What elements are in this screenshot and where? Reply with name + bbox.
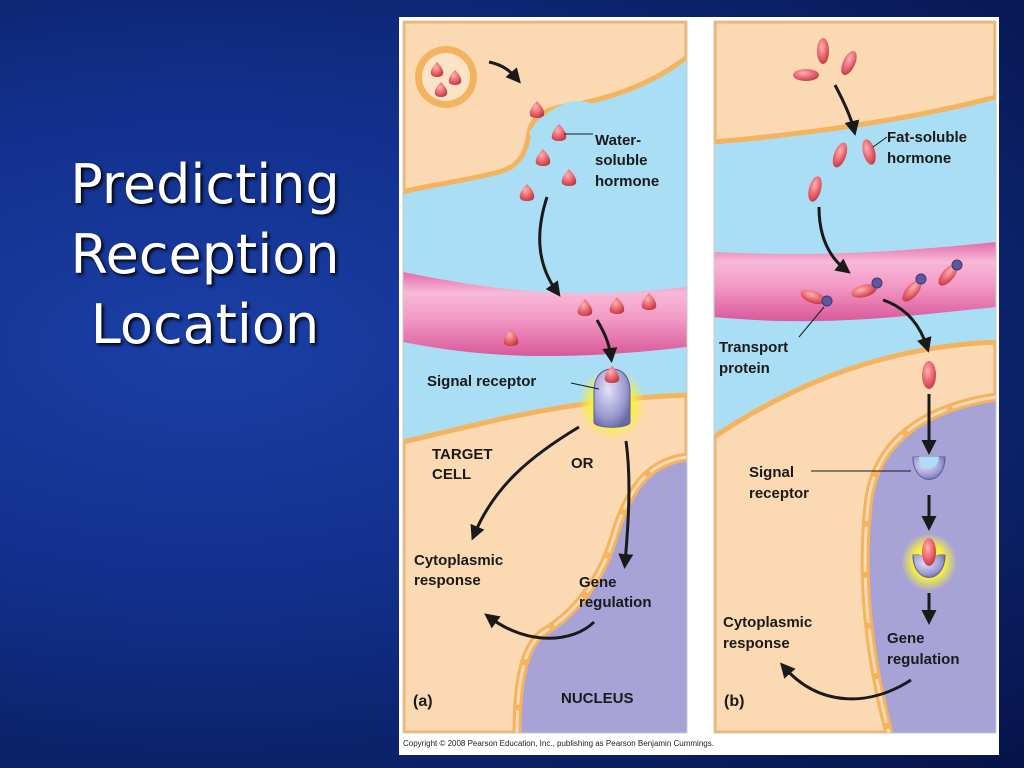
figure-svg: Water- soluble hormone Signal receptor T… bbox=[402, 20, 997, 734]
water-soluble-label-3: hormone bbox=[595, 173, 659, 190]
cytoplasmic-label-a-1: Cytoplasmic bbox=[414, 552, 503, 569]
blood-vessel-b bbox=[714, 242, 996, 322]
target-cell-label-2: CELL bbox=[432, 466, 471, 483]
target-cell-label-1: TARGET bbox=[432, 446, 493, 463]
panel-a bbox=[403, 21, 687, 733]
panel-a-tag: (a) bbox=[413, 693, 433, 710]
nucleus-label: NUCLEUS bbox=[561, 690, 634, 707]
gene-label-b-1: Gene bbox=[887, 630, 925, 647]
slide-title: Predicting Reception Location bbox=[30, 150, 380, 360]
nucleus bbox=[517, 457, 687, 733]
transport-proteins bbox=[821, 259, 963, 307]
title-line-1: Predicting bbox=[70, 153, 340, 216]
panel-b bbox=[714, 21, 996, 733]
cytoplasmic-label-b-2: response bbox=[723, 635, 790, 652]
blood-vessel-a bbox=[403, 272, 687, 357]
panel-b-tag: (b) bbox=[724, 693, 744, 710]
cytoplasmic-label-b-1: Cytoplasmic bbox=[723, 614, 812, 631]
water-soluble-label-1: Water- bbox=[595, 132, 641, 149]
signal-receptor-a bbox=[593, 368, 631, 428]
fat-soluble-hormones bbox=[793, 38, 958, 389]
gene-label-a-2: regulation bbox=[579, 594, 652, 611]
title-line-3: Location bbox=[90, 293, 320, 356]
water-soluble-label-2: soluble bbox=[595, 152, 648, 169]
upper-cell-b bbox=[714, 21, 996, 145]
gene-label-a-1: Gene bbox=[579, 574, 617, 591]
leaders-b bbox=[798, 136, 911, 472]
signal-receptor-label-b-2: receptor bbox=[749, 485, 809, 502]
copyright-notice: Copyright © 2008 Pearson Education, Inc.… bbox=[403, 739, 714, 748]
transport-label-1: Transport bbox=[719, 339, 788, 356]
hormone-reception-figure: Water- soluble hormone Signal receptor T… bbox=[399, 17, 999, 755]
cytoplasmic-label-a-2: response bbox=[414, 572, 481, 589]
water-soluble-hormones bbox=[430, 62, 657, 346]
transport-label-2: protein bbox=[719, 360, 770, 377]
title-line-2: Reception bbox=[70, 223, 340, 286]
arrows-b bbox=[780, 84, 937, 701]
signal-receptor-label-a: Signal receptor bbox=[427, 373, 536, 390]
fat-soluble-label-2: hormone bbox=[887, 150, 951, 167]
fat-soluble-label-1: Fat-soluble bbox=[887, 129, 967, 146]
gene-label-b-2: regulation bbox=[887, 651, 960, 668]
arrows-a bbox=[470, 60, 634, 640]
or-label: OR bbox=[571, 455, 594, 472]
leaders-a bbox=[564, 133, 600, 390]
signal-receptor-label-b-1: Signal bbox=[749, 464, 794, 481]
